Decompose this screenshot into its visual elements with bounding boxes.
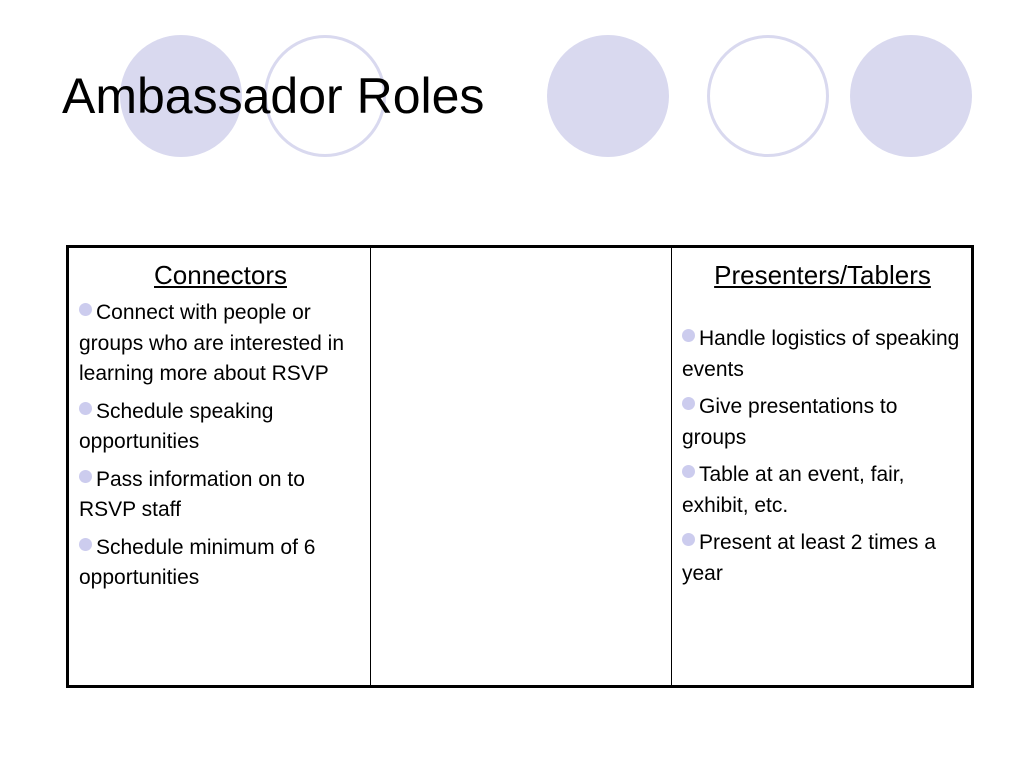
connectors-column: Connectors Connect with people or groups… (69, 248, 371, 685)
bullet-text: Schedule speaking opportunities (79, 399, 274, 454)
list-item: Give presentations to groups (682, 392, 963, 453)
slide-title: Ambassador Roles (62, 68, 485, 124)
bullet-icon (682, 533, 695, 546)
list-item: Handle logistics of speaking events (682, 324, 963, 385)
decor-circle-ring-1 (264, 35, 386, 157)
presenters-column: Presenters/Tablers Handle logistics of s… (672, 248, 971, 685)
bullet-icon (682, 465, 695, 478)
list-item: Schedule speaking opportunities (79, 397, 362, 458)
decor-circle-filled-1 (120, 35, 242, 157)
bullet-icon (682, 397, 695, 410)
bullet-text: Pass information on to RSVP staff (79, 467, 305, 522)
list-item: Table at an event, fair, exhibit, etc. (682, 460, 963, 521)
bullet-icon (79, 401, 92, 415)
connectors-heading: Connectors (154, 260, 287, 290)
connectors-list: Connect with people or groups who are in… (79, 298, 362, 594)
bullet-text: Schedule minimum of 6 opportunities (79, 535, 316, 590)
presenters-heading: Presenters/Tablers (714, 260, 931, 290)
bullet-text: Handle logistics of speaking events (682, 327, 960, 381)
bullet-text: Connect with people or groups who are in… (79, 301, 344, 385)
bullet-text: Table at an event, fair, exhibit, etc. (682, 463, 905, 517)
list-item: Pass information on to RSVP staff (79, 465, 362, 526)
bullet-text: Present at least 2 times a year (682, 531, 936, 585)
bullet-text: Give presentations to groups (682, 395, 898, 449)
roles-table: Connectors Connect with people or groups… (66, 245, 974, 688)
decor-circle-filled-2 (547, 35, 669, 157)
decor-circle-ring-2 (707, 35, 829, 157)
bullet-icon (682, 329, 695, 342)
bullet-icon (79, 537, 92, 551)
decor-circle-filled-3 (850, 35, 972, 157)
list-item: Present at least 2 times a year (682, 528, 963, 589)
bullet-icon (79, 469, 92, 483)
bullet-icon (79, 303, 92, 316)
presenters-list: Handle logistics of speaking events Give… (682, 324, 963, 589)
list-item: Connect with people or groups who are in… (79, 298, 362, 390)
list-item: Schedule minimum of 6 opportunities (79, 533, 362, 594)
empty-middle-column (371, 248, 672, 685)
